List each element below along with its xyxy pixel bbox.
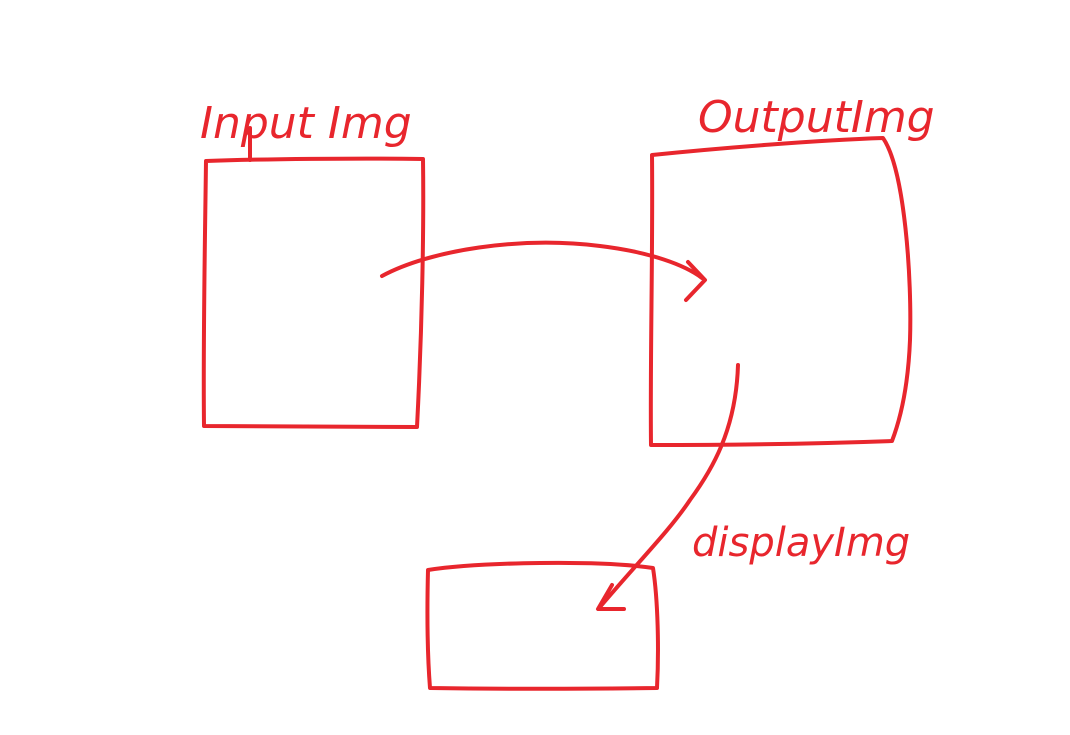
arrow-output-to-display [598,363,740,609]
arrow-input-to-output [380,240,704,280]
display-img-label: displayImg [692,520,910,566]
arrow-input-to-output-head [684,260,707,302]
output-img-label: OutputImg [698,92,935,143]
arrow-output-to-display-head [596,583,626,611]
display-img-box [425,560,660,691]
input-img-label: Input Img [200,98,412,149]
input-img-box [201,156,426,429]
output-img-box [648,136,913,447]
